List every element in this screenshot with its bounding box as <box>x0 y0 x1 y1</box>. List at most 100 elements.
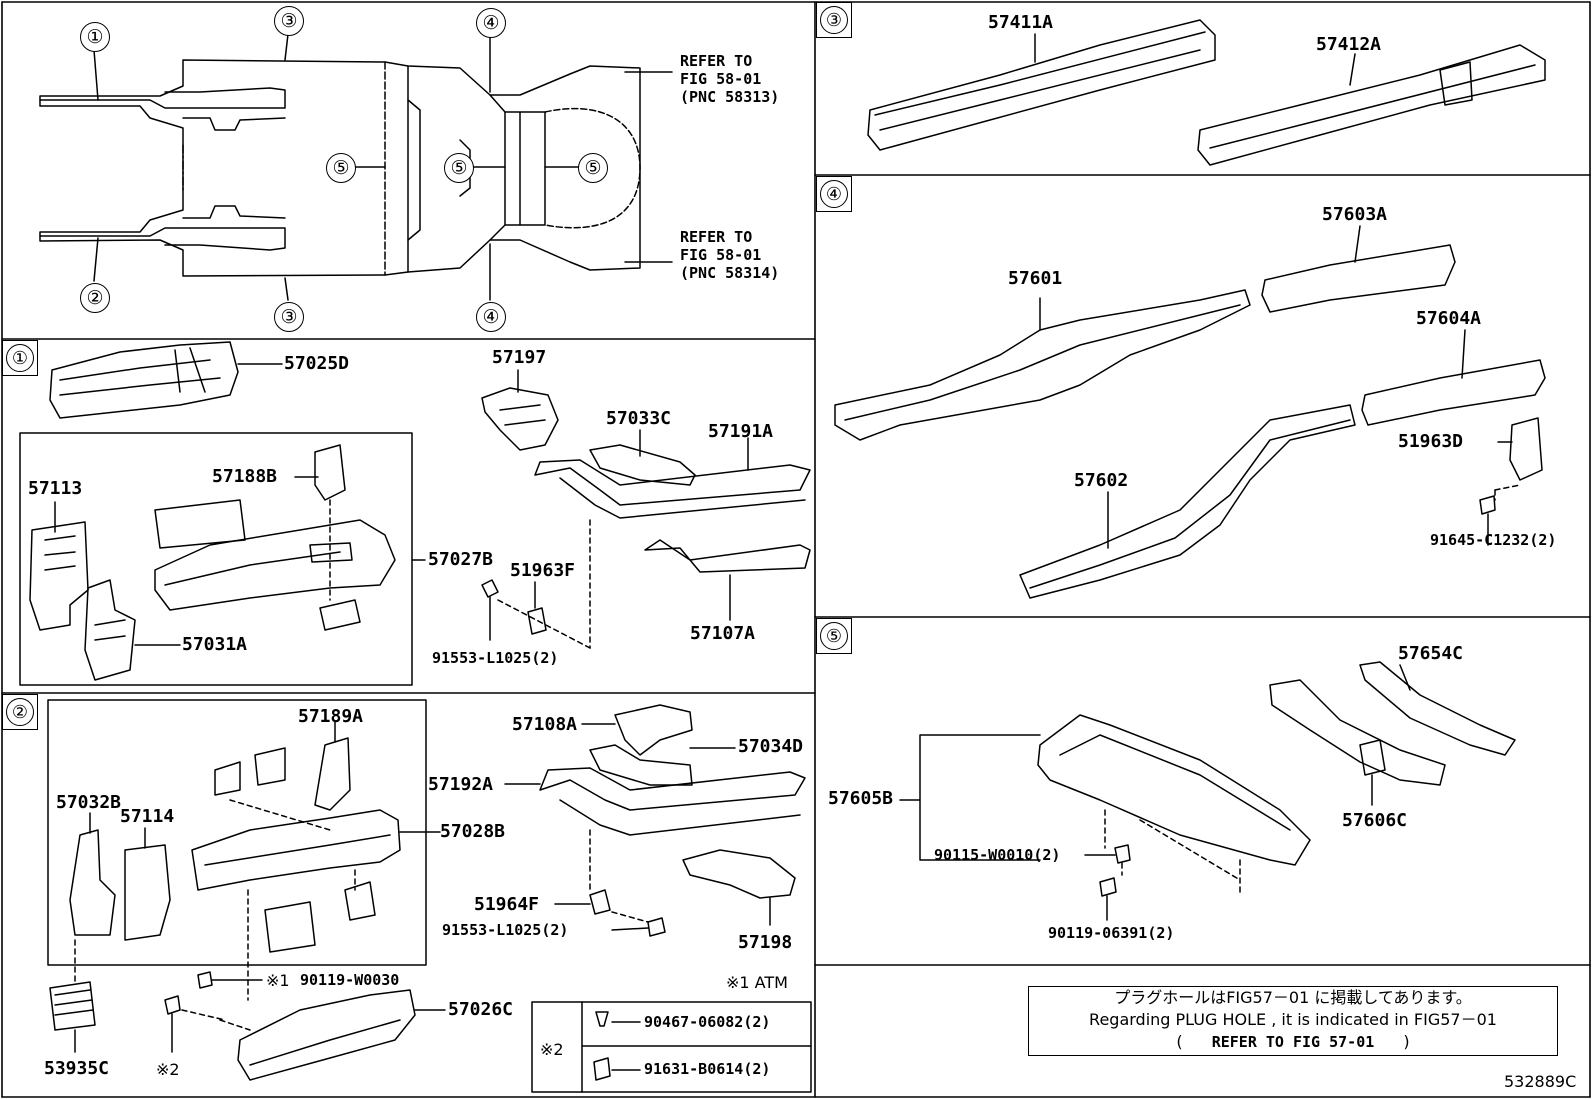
part-label-57603A[interactable]: 57603A <box>1322 204 1388 225</box>
part-label-57605B[interactable]: 57605B <box>828 788 894 809</box>
part-57114-shape <box>124 827 171 941</box>
section-number-5: ⑤ <box>820 622 848 650</box>
overview-callout-5-mid[interactable]: ⑤ <box>444 153 474 183</box>
part-51963F-shape <box>527 581 547 635</box>
part-label-57654C[interactable]: 57654C <box>1398 643 1464 664</box>
part-label-90119-06391[interactable]: 90119-06391(2) <box>1048 924 1175 942</box>
part-label-90467-06082[interactable]: 90467-06082(2) <box>644 1013 771 1031</box>
part-57654C-shape <box>1359 661 1516 756</box>
overview-callout-1[interactable]: ① <box>80 22 110 52</box>
refer-to-fig-top[interactable]: REFER TO FIG 58-01 (PNC 58313) <box>680 52 780 106</box>
section2-subassembly-box <box>47 699 427 966</box>
section-marker-5: ⑤ <box>816 618 852 654</box>
overview-callout-2[interactable]: ② <box>80 283 110 313</box>
part-label-57411A[interactable]: 57411A <box>988 12 1054 33</box>
part-label-57027B[interactable]: 57027B <box>428 549 494 570</box>
part-label-57192A[interactable]: 57192A <box>428 774 494 795</box>
part-57033C-shape <box>589 444 696 486</box>
plug-hole-note-ref[interactable]: ( REFER TO FIG 57-01 ) <box>1029 1031 1557 1053</box>
part-label-91553-L1025-sec2[interactable]: 91553-L1025(2) <box>442 921 569 939</box>
part-label-53935C[interactable]: 53935C <box>44 1058 110 1079</box>
plug-hole-note-jp: プラグホールはFIG57－01 に掲載してあります。 <box>1114 988 1472 1007</box>
part-label-57114[interactable]: 57114 <box>120 806 175 827</box>
part-label-57189A[interactable]: 57189A <box>298 706 364 727</box>
part-51963D-shape <box>1479 417 1543 546</box>
mark1-symbol: ※1 <box>266 971 290 990</box>
part-label-57025D[interactable]: 57025D <box>284 353 350 374</box>
part-57027B-shape <box>154 499 396 631</box>
part-57107A-shape <box>644 539 811 621</box>
overview-callout-4-bottom[interactable]: ④ <box>476 302 506 332</box>
part-51964F-shape <box>554 829 611 915</box>
part-label-51963F[interactable]: 51963F <box>510 560 576 581</box>
part-label-91553-L1025-sec1[interactable]: 91553-L1025(2) <box>432 649 559 667</box>
bolt-90119-W0030 <box>197 889 263 1001</box>
part-label-57602[interactable]: 57602 <box>1074 470 1129 491</box>
part-57113-shape <box>29 521 89 631</box>
part-label-91645-C1232[interactable]: 91645-C1232(2) <box>1430 531 1557 549</box>
mark2-table <box>531 1001 812 1093</box>
part-label-57028B[interactable]: 57028B <box>440 821 506 842</box>
part-57189A-shape <box>314 721 351 811</box>
part-label-57031A[interactable]: 57031A <box>182 634 248 655</box>
plug-hole-ref-open: ( <box>1176 1032 1183 1051</box>
part-label-57197[interactable]: 57197 <box>492 347 547 368</box>
part-label-51963D[interactable]: 51963D <box>1398 431 1464 452</box>
part-label-57606C[interactable]: 57606C <box>1342 810 1408 831</box>
part-57601-shape <box>834 289 1251 441</box>
part-57605B-shape <box>899 714 1311 896</box>
section-number-4: ④ <box>820 180 848 208</box>
section-marker-2: ② <box>2 694 38 730</box>
part-label-57107A[interactable]: 57107A <box>690 623 756 644</box>
part-57412A-shape <box>1197 44 1546 166</box>
section1-subassembly-box <box>19 432 413 686</box>
part-57603A-shape <box>1261 225 1456 313</box>
figure-code: 532889C <box>1504 1072 1577 1091</box>
part-label-90119-W0030[interactable]: 90119-W0030 <box>300 971 400 989</box>
overview-callout-3-bottom[interactable]: ③ <box>274 302 304 332</box>
part-label-57412A[interactable]: 57412A <box>1316 34 1382 55</box>
part-label-57108A[interactable]: 57108A <box>512 714 578 735</box>
section-number-2: ② <box>6 698 34 726</box>
part-label-51964F[interactable]: 51964F <box>474 894 540 915</box>
mark1-atm-note: ※1 ATM <box>726 973 788 992</box>
part-label-57032B[interactable]: 57032B <box>56 792 122 813</box>
part-57188B-shape <box>314 444 346 501</box>
section-number-3: ③ <box>820 6 848 34</box>
part-label-57191A[interactable]: 57191A <box>708 421 774 442</box>
section-marker-4: ④ <box>816 176 852 212</box>
section-number-1: ① <box>6 344 34 372</box>
bolts-section5 <box>1084 844 1131 921</box>
overview-callout-5-right[interactable]: ⑤ <box>578 153 608 183</box>
overview-callout-5-left[interactable]: ⑤ <box>326 153 356 183</box>
part-label-57026C[interactable]: 57026C <box>448 999 514 1020</box>
part-label-57113[interactable]: 57113 <box>28 478 83 499</box>
part-57192A-shape <box>504 767 806 836</box>
part-57032B-shape <box>69 812 116 936</box>
mark2-table-symbol: ※2 <box>540 1040 564 1059</box>
part-57026C-shape <box>219 989 446 1081</box>
part-label-57198[interactable]: 57198 <box>738 932 793 953</box>
overview-callout-3-top[interactable]: ③ <box>274 6 304 36</box>
part-57198-shape <box>682 849 796 926</box>
refer-to-fig-bottom[interactable]: REFER TO FIG 58-01 (PNC 58314) <box>680 228 780 282</box>
part-57606C-shape <box>1269 679 1446 806</box>
mark2-symbol: ※2 <box>156 1060 180 1079</box>
part-label-57188B[interactable]: 57188B <box>212 466 278 487</box>
part-label-57604A[interactable]: 57604A <box>1416 308 1482 329</box>
plug-hole-note: プラグホールはFIG57－01 に掲載してあります。 Regarding PLU… <box>1028 986 1558 1056</box>
part-label-91631-B0614[interactable]: 91631-B0614(2) <box>644 1060 771 1078</box>
part-57031A-shape <box>84 579 136 681</box>
part-57108A-shape <box>581 704 693 756</box>
part-label-90115-W0010[interactable]: 90115-W0010(2) <box>934 846 1061 864</box>
part-label-57033C[interactable]: 57033C <box>606 408 672 429</box>
overview-underbody <box>39 59 641 277</box>
part-label-57601[interactable]: 57601 <box>1008 268 1063 289</box>
plug-hole-ref-link[interactable]: REFER TO FIG 57-01 <box>1211 1033 1375 1051</box>
overview-callout-4-top[interactable]: ④ <box>476 8 506 38</box>
part-label-57034D[interactable]: 57034D <box>738 736 804 757</box>
part-57602-shape <box>1019 404 1356 599</box>
part-57411A-shape <box>867 19 1216 151</box>
plug-hole-note-en: Regarding PLUG HOLE , it is indicated in… <box>1089 1010 1497 1029</box>
